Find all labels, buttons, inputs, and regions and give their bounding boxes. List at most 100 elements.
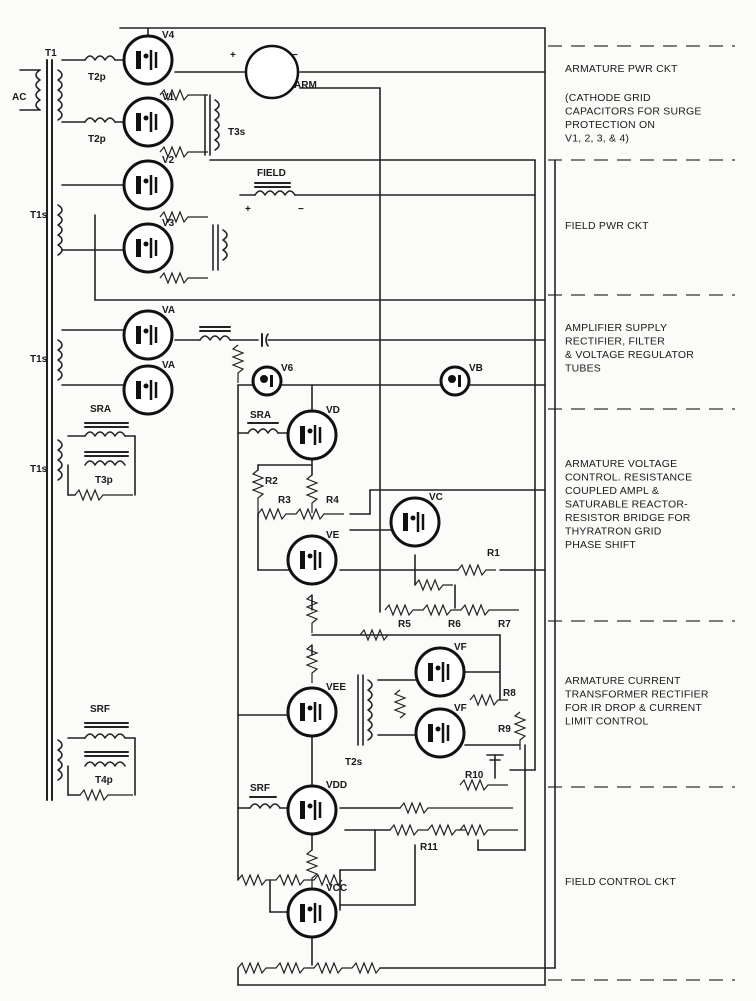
tube-cathode	[149, 50, 158, 70]
section-line: V1, 2, 3, & 4)	[565, 133, 629, 145]
saturable-reactor-sra: T1s SRA T3p	[30, 404, 136, 502]
tube-label-vc: VC	[429, 492, 443, 503]
tube-gas-dot	[448, 375, 456, 383]
section-line: THYRATRON GRID	[565, 526, 662, 538]
tube-anode	[136, 51, 141, 69]
section-line: ARMATURE VOLTAGE	[565, 458, 677, 470]
tube-electrode	[270, 375, 273, 387]
section-line: ARMATURE CURRENT	[565, 675, 681, 687]
tube-cathode	[149, 238, 158, 258]
tube-cathode	[441, 662, 450, 682]
t1-label: T1	[45, 48, 57, 59]
r7-label: R7	[498, 619, 511, 630]
tube-cathode	[313, 903, 322, 923]
t2s-label: T2s	[345, 757, 363, 768]
r2-label: R2	[265, 476, 278, 487]
tube-grid-dot	[435, 726, 441, 732]
tube-label-v1: V1	[162, 92, 175, 103]
tube-grid-dot	[307, 428, 313, 434]
tube-envelope	[122, 159, 174, 211]
section-line: CONTROL. RESISTANCE	[565, 472, 692, 484]
tube-label-v3: V3	[162, 218, 175, 229]
tube-grid-dot	[143, 241, 149, 247]
section-line: FIELD PWR CKT	[565, 220, 649, 232]
tube-cathode	[149, 175, 158, 195]
tube-anode	[403, 513, 408, 531]
r3-label: R3	[278, 495, 291, 506]
section-armature-pwr: ARMATURE PWR CKT	[565, 63, 678, 75]
tube-grid-dot	[307, 906, 313, 912]
saturable-reactor-srf: SRF T4p	[57, 704, 136, 802]
r4-label: R4	[326, 495, 339, 506]
tube-envelope	[286, 887, 338, 939]
field-control-circuit: SRF R11	[237, 159, 556, 986]
section-line: AMPLIFIER SUPPLY	[565, 322, 667, 334]
tube-label-va1: VA	[162, 305, 175, 316]
r11-label: R11	[420, 842, 438, 853]
tube-cathode	[441, 723, 450, 743]
tube-cathode	[149, 380, 158, 400]
r6-label: R6	[448, 619, 461, 630]
tube-vf1: VF	[414, 642, 467, 698]
r5-label: R5	[398, 619, 411, 630]
section-line: & VOLTAGE REGULATOR	[565, 349, 694, 361]
t2p-b-label: T2p	[88, 134, 106, 145]
tube-anode	[136, 239, 141, 257]
arm-label: ARM	[294, 80, 317, 91]
tube-vc: VC	[389, 492, 443, 548]
tube-envelope	[122, 34, 174, 86]
r10-label: R10	[465, 770, 484, 781]
section-line: LIMIT CONTROL	[565, 716, 649, 728]
section-line: TRANSFORMER RECTIFIER	[565, 689, 709, 701]
tube-grid-dot	[307, 705, 313, 711]
tube-v3: V3	[122, 218, 175, 274]
sra-b-label: SRA	[250, 410, 271, 421]
tube-anode	[300, 801, 305, 819]
tube-label-vdd: VDD	[326, 780, 347, 791]
tube-label-v2: V2	[162, 155, 175, 166]
tube-anode	[300, 551, 305, 569]
tube-anode	[300, 426, 305, 444]
tube-grid-dot	[143, 178, 149, 184]
tube-label-vf2: VF	[454, 703, 467, 714]
tube-v6: V6	[251, 363, 294, 397]
tube-cathode	[313, 800, 322, 820]
tube-anode	[300, 904, 305, 922]
section-line: FOR IR DROP & CURRENT	[565, 702, 702, 714]
field-plus-label: +	[245, 204, 251, 215]
t2p-a-label: T2p	[88, 72, 106, 83]
arm-plus-label: +	[230, 50, 236, 61]
section-line: ARMATURE PWR CKT	[565, 63, 678, 75]
tube-grid-dot	[143, 115, 149, 121]
tube-ve: VE	[286, 530, 340, 586]
tube-vb: VB	[439, 363, 483, 397]
section-line: PHASE SHIFT	[565, 539, 636, 551]
tube-va2: VA	[122, 360, 175, 416]
tube-label-ve: VE	[326, 530, 340, 541]
tube-cathode	[416, 512, 425, 532]
tube-label-vcc: VCC	[326, 883, 347, 894]
tube-grid-dot	[307, 803, 313, 809]
t3s-label: T3s	[228, 127, 246, 138]
tube-envelope	[389, 496, 441, 548]
armature-power-circuit: T2p T2p T3s	[61, 27, 546, 986]
tube-grid-dot	[143, 328, 149, 334]
arm-minus-label: −	[292, 50, 298, 61]
tube-vcc: VCC	[286, 883, 347, 939]
tube-gas-dot	[260, 375, 268, 383]
section-line: FIELD CONTROL CKT	[565, 876, 676, 888]
tube-envelope	[122, 222, 174, 274]
field-label: FIELD	[257, 168, 286, 179]
tube-v1: V1	[122, 92, 175, 148]
section-line: TUBES	[565, 363, 601, 375]
section-dividers	[548, 45, 735, 981]
r9-label: R9	[498, 724, 511, 735]
section-line: COUPLED AMPL &	[565, 485, 659, 497]
